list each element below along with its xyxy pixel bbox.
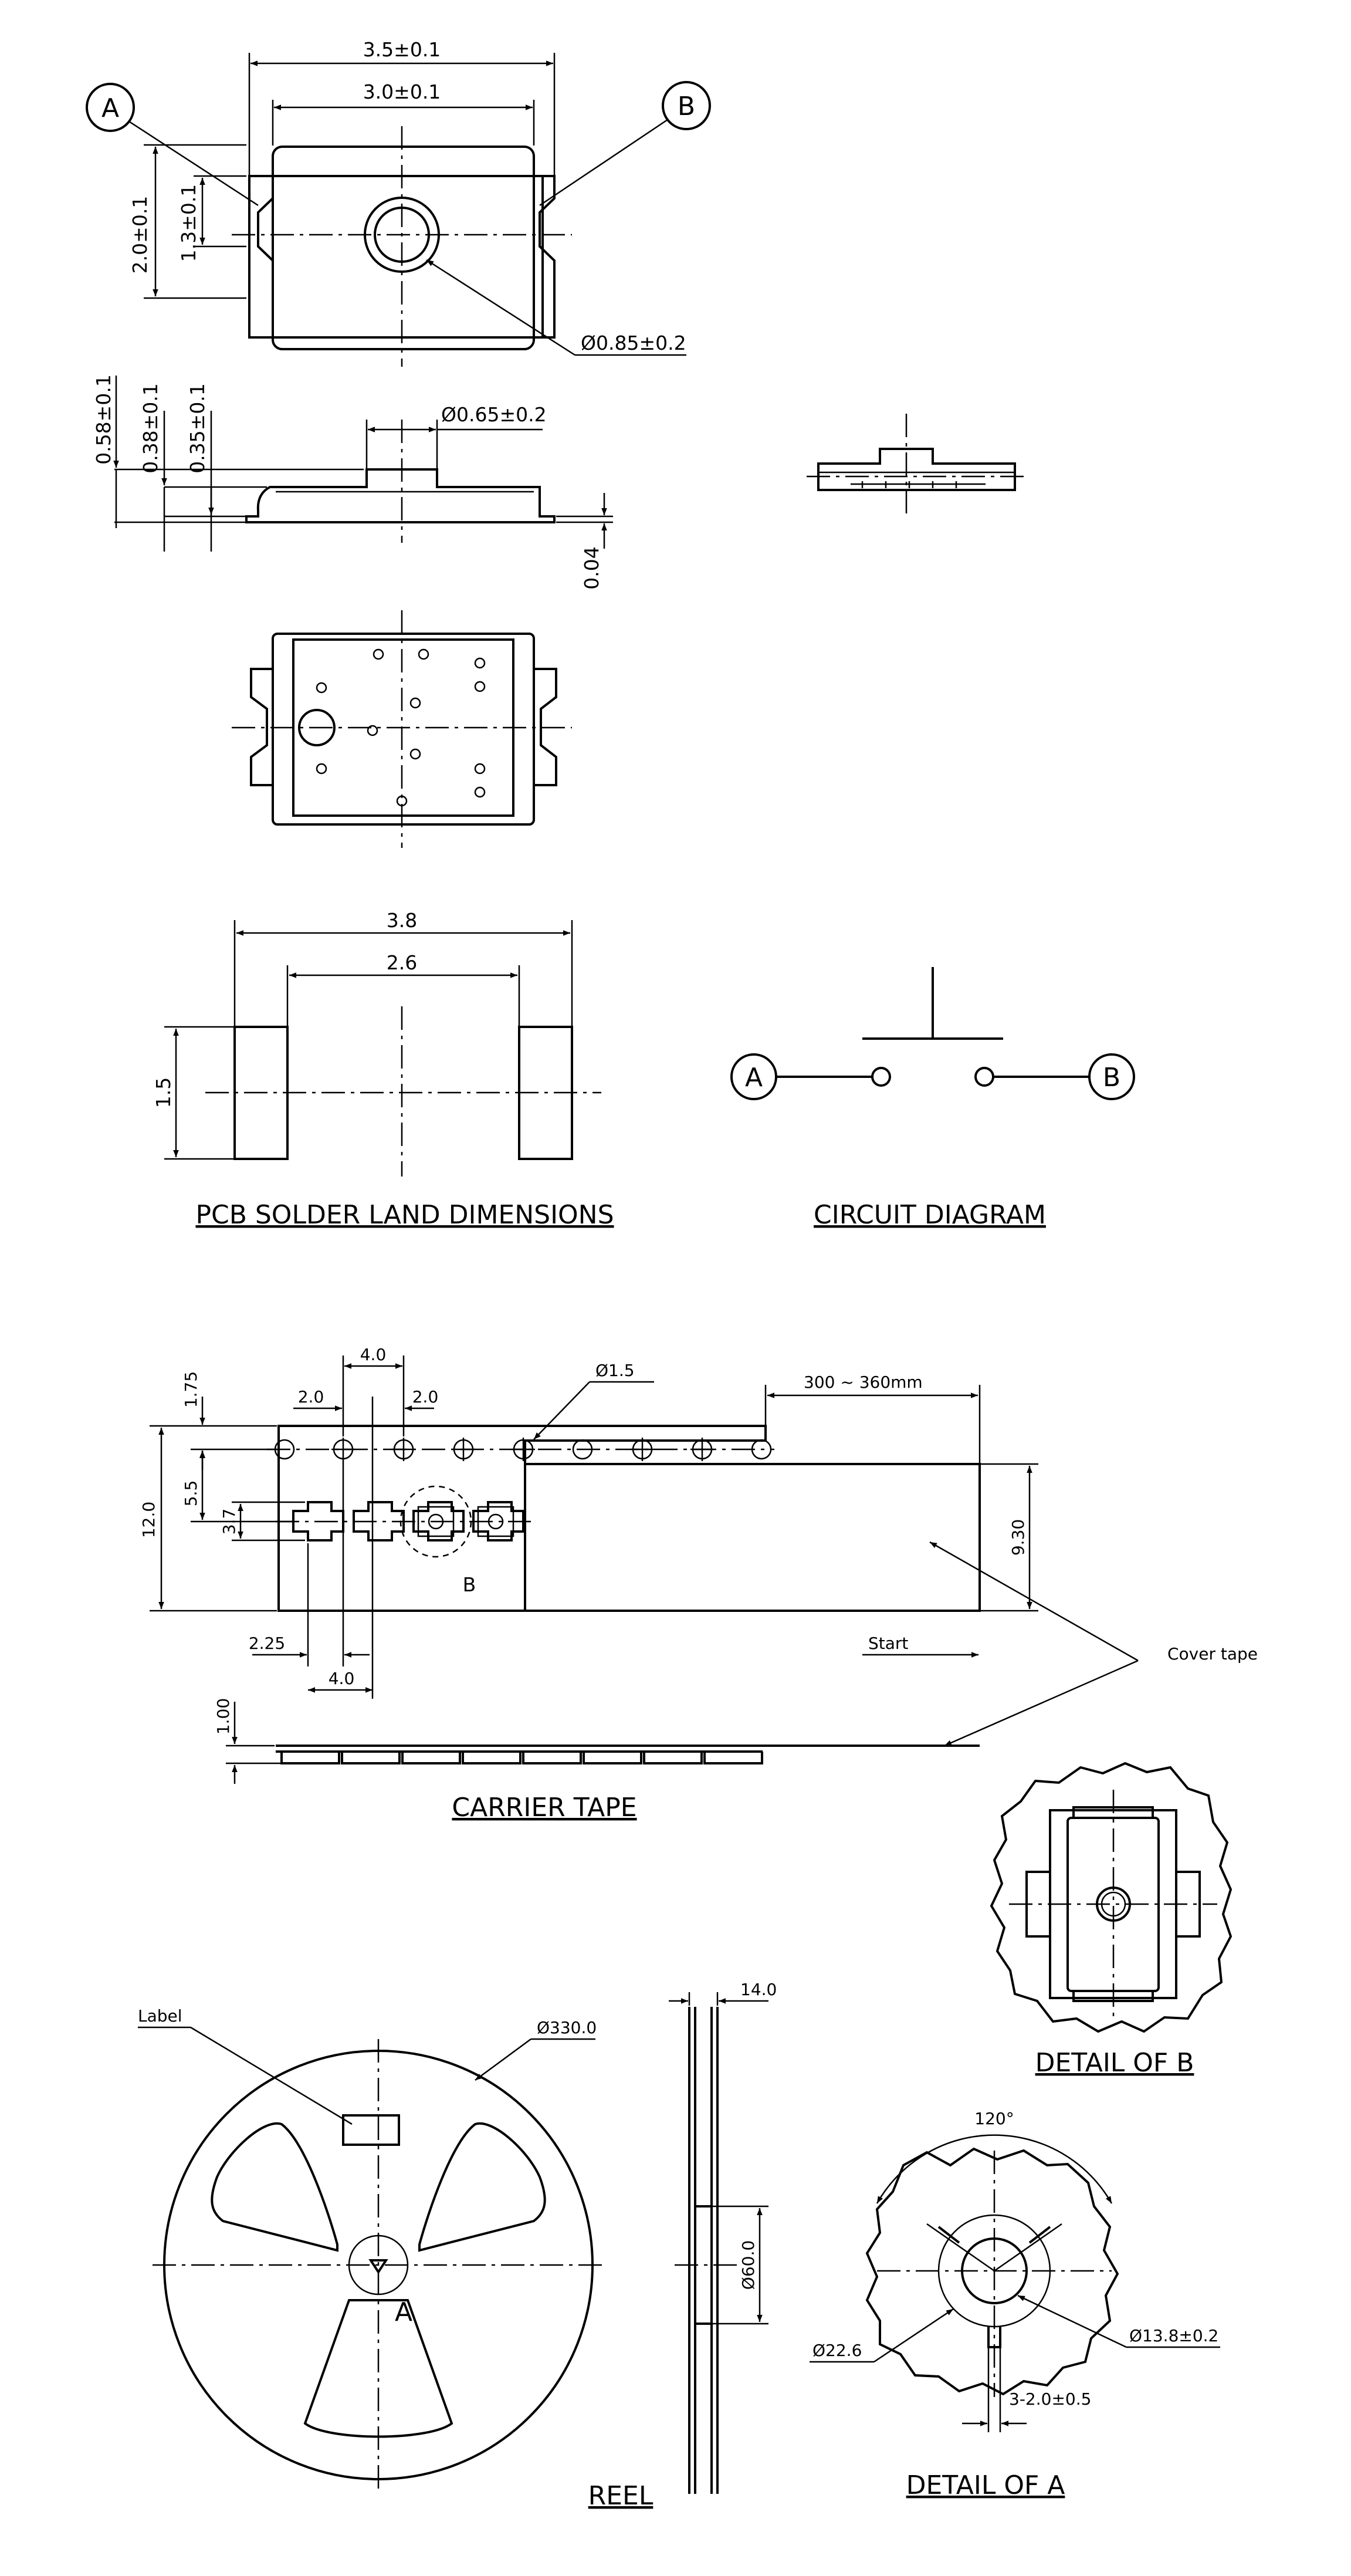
dim-tape-width: 12.0: [139, 1502, 158, 1538]
detail-b-title: DETAIL OF B: [1035, 2048, 1194, 2078]
reel-front-view: Label Ø330.0 A: [138, 2006, 604, 2491]
dim-pocket-pitch: 4.0: [329, 1669, 355, 1688]
dim-row-offset: 5.5: [181, 1480, 201, 1507]
bottom-view: [232, 610, 572, 848]
carrier-tape-title: CARRIER TAPE: [452, 1793, 636, 1823]
dim-leader-length: 300 ~ 360mm: [804, 1372, 923, 1392]
tape-start-label: Start: [868, 1634, 908, 1653]
top-view: 3.5±0.1 3.0±0.1 2.0±0.1 1.3±0.1 Ø0.85±0.…: [86, 38, 711, 367]
detail-a-title: DETAIL OF A: [906, 2470, 1065, 2500]
dim-reel-width: 14.0: [740, 1980, 777, 1999]
dim-detail-slot: 3-2.0±0.5: [1009, 2389, 1091, 2409]
dim-width-inner: 3.0±0.1: [363, 80, 441, 103]
dim-land-inner: 2.6: [387, 951, 417, 974]
dim-detail-inner: Ø13.8±0.2: [1129, 2326, 1218, 2345]
dim-width-outer: 3.5±0.1: [363, 38, 441, 61]
dim-thickness: 0.04: [580, 546, 603, 589]
dim-detail-angle: 120°: [974, 2109, 1014, 2128]
terminal-a-callout: A: [86, 83, 259, 207]
terminal-a-label: A: [101, 93, 119, 123]
dim-hole-top: Ø0.85±0.2: [581, 332, 686, 354]
dim-reel-diameter: Ø330.0: [537, 2018, 597, 2037]
side-view-body: [245, 420, 556, 543]
dim-detail-outer: Ø22.6: [812, 2341, 862, 2360]
dim-cover-width: 9.30: [1008, 1519, 1028, 1556]
solder-land: 3.8 2.6 1.5 PCB SOLDER LAND DIMENSIONS: [152, 909, 614, 1230]
dim-tape-left: 2.0: [298, 1387, 324, 1407]
dim-pocket-height: 3.7: [219, 1509, 239, 1535]
detail-a-marker: A: [395, 2297, 412, 2327]
reel-label-area: [342, 2114, 400, 2146]
dim-height-035: 0.35±0.1: [186, 383, 209, 474]
carrier-tape-side: 1.00: [214, 1698, 980, 1784]
cover-tape-label: Cover tape: [1167, 1644, 1258, 1664]
dim-tape-edge: 1.75: [181, 1371, 201, 1408]
dim-height-outer: 2.0±0.1: [128, 196, 151, 274]
dim-land-height: 1.5: [152, 1077, 175, 1108]
solder-land-title: PCB SOLDER LAND DIMENSIONS: [195, 1200, 614, 1230]
end-view: [807, 414, 1030, 513]
carrier-tape-dimensions: 4.0 2.0 2.0 Ø1.5 300 ~ 360mm 1.75 12.0: [139, 1345, 1258, 1747]
circuit-title: CIRCUIT DIAGRAM: [814, 1200, 1046, 1230]
dim-tape-pitch: 4.0: [360, 1345, 387, 1364]
detail-a: 120° Ø22.6 Ø13.8±0.2 3-2.0±0.5 DETAIL OF…: [810, 2109, 1220, 2500]
dim-hole-side: Ø0.65±0.2: [441, 403, 547, 426]
terminal-b-label: B: [678, 92, 695, 121]
circuit-diagram: A B CIRCUIT DIAGRAM: [730, 967, 1135, 1230]
top-view-body: [232, 126, 572, 367]
side-view-dimensions: 0.58±0.1 0.38±0.1 0.35±0.1 Ø0.65±0.2 0.0…: [92, 374, 613, 590]
circuit-terminal-a: A: [745, 1063, 763, 1093]
reel-side-view: 14.0 Ø60.0: [669, 1980, 777, 2494]
dim-tape-right: 2.0: [412, 1387, 439, 1407]
top-view-dimensions: 3.5±0.1 3.0±0.1 2.0±0.1 1.3±0.1 Ø0.85±0.…: [128, 38, 686, 356]
circuit-terminal-b: B: [1103, 1063, 1120, 1093]
carrier-tape-body: [277, 1425, 981, 1612]
reel-title: REEL: [588, 2481, 654, 2511]
dim-land-outer: 3.8: [387, 909, 417, 932]
side-view: 0.58±0.1 0.38±0.1 0.35±0.1 Ø0.65±0.2 0.0…: [92, 374, 613, 590]
detail-b: DETAIL OF B: [990, 1762, 1233, 2078]
detail-b-marker: B: [463, 1573, 476, 1596]
reel: Label Ø330.0 A 14.0 Ø60.0 REEL: [138, 1980, 777, 2511]
terminal-b-callout: B: [539, 81, 711, 207]
dim-reel-hub: Ø60.0: [739, 2240, 758, 2290]
dim-height-038: 0.38±0.1: [139, 383, 162, 474]
sprocket-holes: [267, 1438, 774, 1461]
dim-height-058: 0.58±0.1: [92, 374, 115, 465]
dim-height-inner: 1.3±0.1: [177, 184, 200, 262]
reel-label-callout: Label: [138, 2006, 182, 2026]
tape-pockets: B: [276, 1485, 531, 1596]
dim-tape-thickness: 1.00: [214, 1698, 233, 1735]
dim-sprocket-hole: Ø1.5: [595, 1361, 635, 1380]
carrier-tape: B 4.0 2.0 2.0 Ø1.5 300 ~ 360mm 1.75: [139, 1345, 1258, 1823]
dim-pocket-offset: 2.25: [249, 1634, 285, 1653]
